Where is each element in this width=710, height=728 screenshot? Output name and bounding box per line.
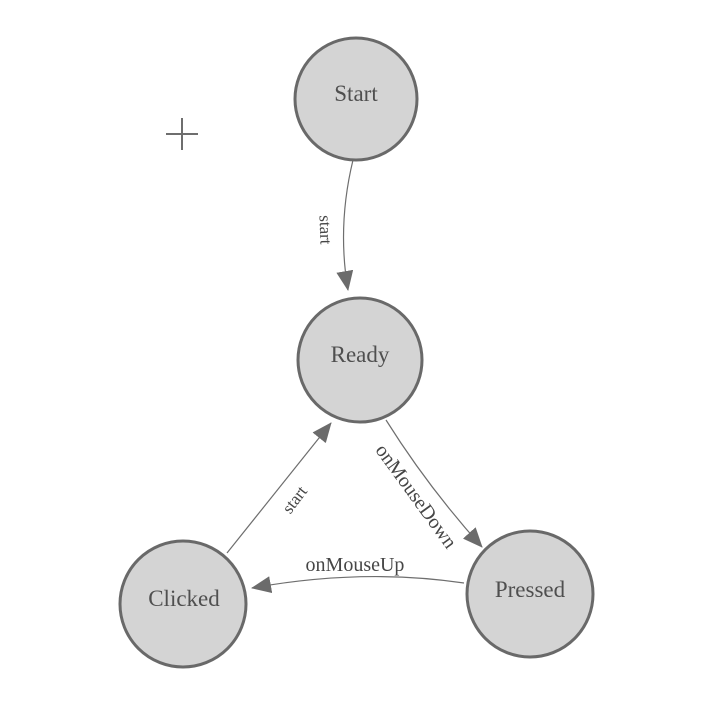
edge-label-onmouseup: onMouseUp — [306, 554, 405, 576]
state-circle-pressed[interactable] — [465, 529, 595, 659]
edge-start-to-ready: start — [315, 159, 354, 291]
state-circle-clicked[interactable] — [118, 539, 248, 669]
transition-arrow-clicked-to-ready[interactable] — [226, 422, 332, 554]
transition-arrow-pressed-to-clicked[interactable] — [251, 576, 465, 593]
edge-label-start-1: start — [315, 215, 335, 245]
edge-pressed-to-clicked: onMouseUp — [251, 554, 465, 593]
state-circle-start[interactable] — [293, 36, 419, 162]
state-node-start: Start — [293, 36, 419, 162]
state-label-clicked: Clicked — [148, 586, 220, 611]
state-circle-ready[interactable] — [296, 296, 424, 424]
edge-clicked-to-ready: start — [226, 422, 332, 554]
state-label-pressed: Pressed — [495, 577, 566, 602]
state-node-ready: Ready — [296, 296, 424, 424]
state-label-start: Start — [334, 81, 378, 106]
crosshair-plus-icon — [166, 118, 198, 150]
edge-label-start-2: start — [278, 482, 311, 517]
state-node-pressed: Pressed — [465, 529, 595, 659]
state-label-ready: Ready — [331, 342, 390, 367]
edge-label-onmousedown: onMouseDown — [371, 440, 461, 553]
edge-ready-to-pressed: onMouseDown — [371, 419, 483, 553]
state-node-clicked: Clicked — [118, 539, 248, 669]
transition-arrow-start-to-ready[interactable] — [336, 159, 354, 291]
transition-arrow-ready-to-pressed[interactable] — [385, 419, 483, 548]
